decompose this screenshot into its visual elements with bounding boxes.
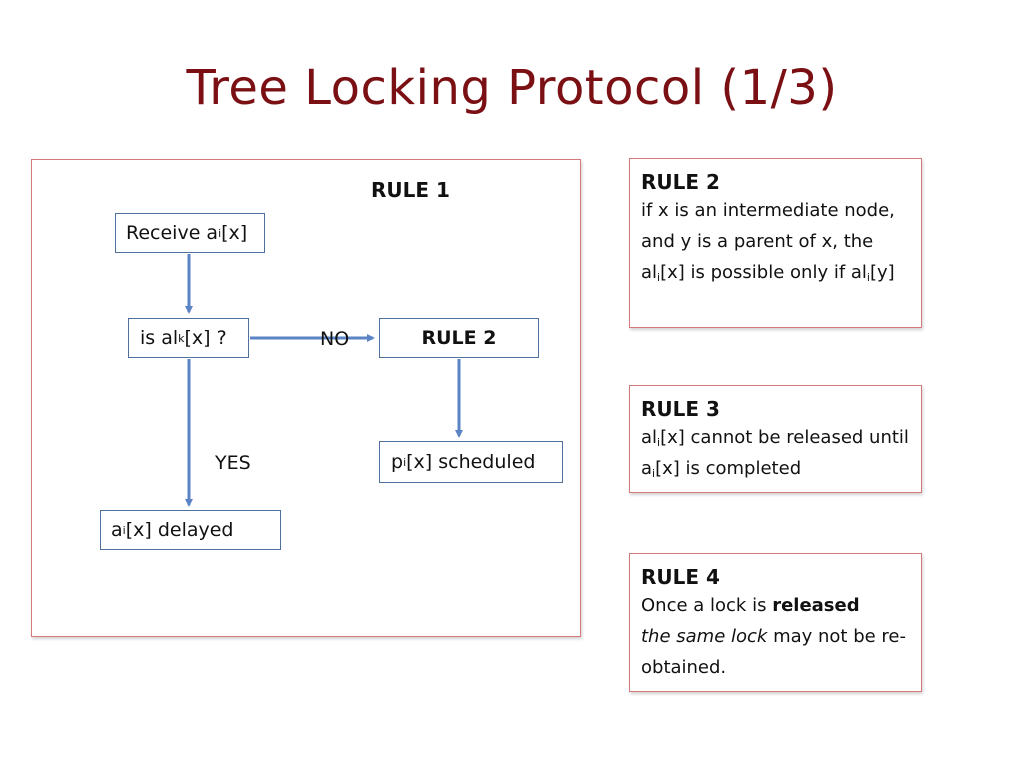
edge-label-yes: YES bbox=[215, 452, 251, 474]
rule2-text-s1: i bbox=[657, 271, 661, 284]
rule3-text: ali[x] cannot be released until ai[x] is… bbox=[641, 422, 911, 484]
node-scheduled-tail: [x] scheduled bbox=[406, 451, 536, 473]
rule3-text-p3: [x] is completed bbox=[655, 458, 802, 479]
rule1-label: RULE 1 bbox=[371, 178, 450, 202]
node-receive-tail: [x] bbox=[221, 222, 248, 244]
rule3-text-s2: i bbox=[652, 467, 656, 480]
rule2-text-p1: if x is an intermediate node, and y is a… bbox=[641, 200, 895, 283]
rule2-text-p2: [x] is possible only if al bbox=[660, 262, 867, 283]
rule2-heading: RULE 2 bbox=[641, 170, 720, 194]
node-scheduled-sub: i bbox=[403, 455, 407, 469]
node-receive-text: Receive a bbox=[126, 222, 219, 244]
rule4-heading: RULE 4 bbox=[641, 565, 720, 589]
rule3-box: RULE 3 ali[x] cannot be released until a… bbox=[629, 385, 922, 493]
rule4-text-p1: Once a lock is bbox=[641, 595, 773, 616]
rule4-text-bold: released bbox=[772, 595, 860, 616]
node-rule2: RULE 2 bbox=[379, 318, 539, 358]
rule3-text-p2: [x] cannot be released until a bbox=[641, 427, 909, 479]
rule2-text-s2: i bbox=[866, 271, 870, 284]
rule4-text-italic: the same lock bbox=[641, 626, 768, 647]
rule3-text-p1: al bbox=[641, 427, 658, 448]
node-check-tail: [x] ? bbox=[184, 327, 227, 349]
node-rule2-text: RULE 2 bbox=[421, 327, 497, 349]
node-delayed-tail: [x] delayed bbox=[125, 519, 234, 541]
rule2-text-p3: [y] bbox=[869, 262, 895, 283]
node-delayed-text: a bbox=[111, 519, 123, 541]
rule4-text-p2: may not be re-obtained. bbox=[641, 626, 906, 678]
node-delayed-sub: i bbox=[122, 523, 126, 537]
slide-title: Tree Locking Protocol (1/3) bbox=[186, 60, 838, 116]
rule3-text-s1: i bbox=[657, 436, 661, 449]
rule2-box: RULE 2 if x is an intermediate node, and… bbox=[629, 158, 922, 328]
node-receive-sub: i bbox=[218, 226, 222, 240]
edge-label-no: NO bbox=[320, 328, 350, 350]
rule3-heading: RULE 3 bbox=[641, 397, 720, 421]
node-check-text: is al bbox=[140, 327, 179, 349]
node-scheduled-text: p bbox=[391, 451, 404, 473]
rule2-text: if x is an intermediate node, and y is a… bbox=[641, 195, 911, 288]
node-check-sub: k bbox=[178, 331, 185, 345]
